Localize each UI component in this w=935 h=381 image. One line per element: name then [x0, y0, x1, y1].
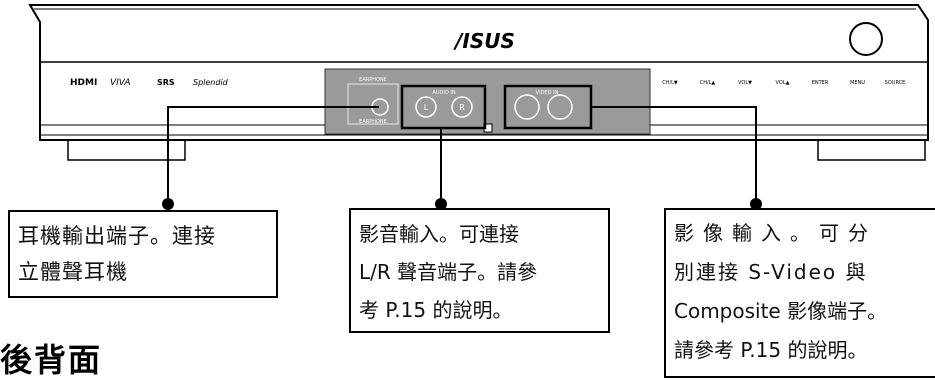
right-foot [817, 140, 926, 161]
audio-leader-dot [435, 198, 447, 210]
brand-logo: /ISUS [453, 29, 515, 53]
earphone-callout: 耳機輸出端子。連接 立體聲耳機 [8, 210, 278, 298]
splendid-logo: Splendid [193, 78, 229, 87]
earphone-bottom-label: EARPHONE [359, 119, 387, 125]
input-panel [324, 68, 651, 135]
front-button-3[interactable]: VOL▲ [776, 80, 790, 86]
video-callout-line1: 影像輸入。可分 [674, 221, 877, 245]
audio-left-label: L [424, 103, 429, 112]
audio-callout-line2: L/R 聲音端子。請參 [359, 260, 538, 284]
video-leader [591, 106, 757, 204]
earphone-callout-line1: 耳機輸出端子。連接 [18, 224, 216, 248]
front-button-5[interactable]: MENU [850, 80, 865, 86]
video-callout: 影像輸入。可分 別連接 S-Video 與 Composite 影像端子。 請參… [664, 208, 935, 378]
earphone-callout-line2: 立體聲耳機 [18, 260, 128, 284]
audio-callout-line3: 考 P.15 的說明。 [359, 298, 513, 322]
front-button-6[interactable]: SOURCE [885, 80, 906, 86]
hdmi-logo: HDMI [70, 78, 97, 88]
video-callout-line2: 別連接 S-Video 與 [674, 260, 868, 284]
earphone-leader-dot [162, 198, 174, 210]
power-button[interactable] [849, 22, 883, 56]
composite-video-jack[interactable] [514, 94, 540, 120]
audio-callout-line1: 影音輸入。可連接 [359, 222, 519, 246]
left-foot [67, 140, 186, 161]
audio-in-label: AUDIO IN [432, 90, 455, 96]
audio-callout: 影音輸入。可連接 L/R 聲音端子。請參 考 P.15 的說明。 [349, 208, 610, 333]
audio-left-jack[interactable] [415, 96, 437, 118]
video-leader-dot [750, 198, 762, 210]
front-button-2[interactable]: VOL▼ [738, 80, 752, 86]
video-in-label: VIDEO IN [536, 90, 559, 96]
audio-in-highlight [400, 84, 487, 130]
front-buttons: CH/L▼ CH/L▲ VOL▼ VOL▲ ENTER MENU SOURCE [662, 80, 905, 86]
earphone-bezel [347, 83, 399, 125]
earphone-leader [167, 106, 379, 204]
front-button-0[interactable]: CH/L▼ [662, 80, 678, 86]
s-video-jack[interactable] [547, 94, 573, 120]
srs-logo: SRS [157, 78, 175, 87]
audio-right-label: R [459, 103, 465, 112]
section-heading: 後背面 [0, 341, 103, 379]
viva-logo: VIVA [110, 78, 131, 88]
audio-right-jack[interactable] [451, 96, 473, 118]
front-button-4[interactable]: ENTER [812, 80, 829, 86]
video-callout-line3: Composite 影像端子。 [674, 299, 888, 323]
earphone-top-label: EARPHONE [359, 77, 387, 83]
front-button-1[interactable]: CH/L▲ [700, 80, 716, 86]
video-callout-line4: 請參考 P.15 的說明。 [674, 338, 868, 362]
